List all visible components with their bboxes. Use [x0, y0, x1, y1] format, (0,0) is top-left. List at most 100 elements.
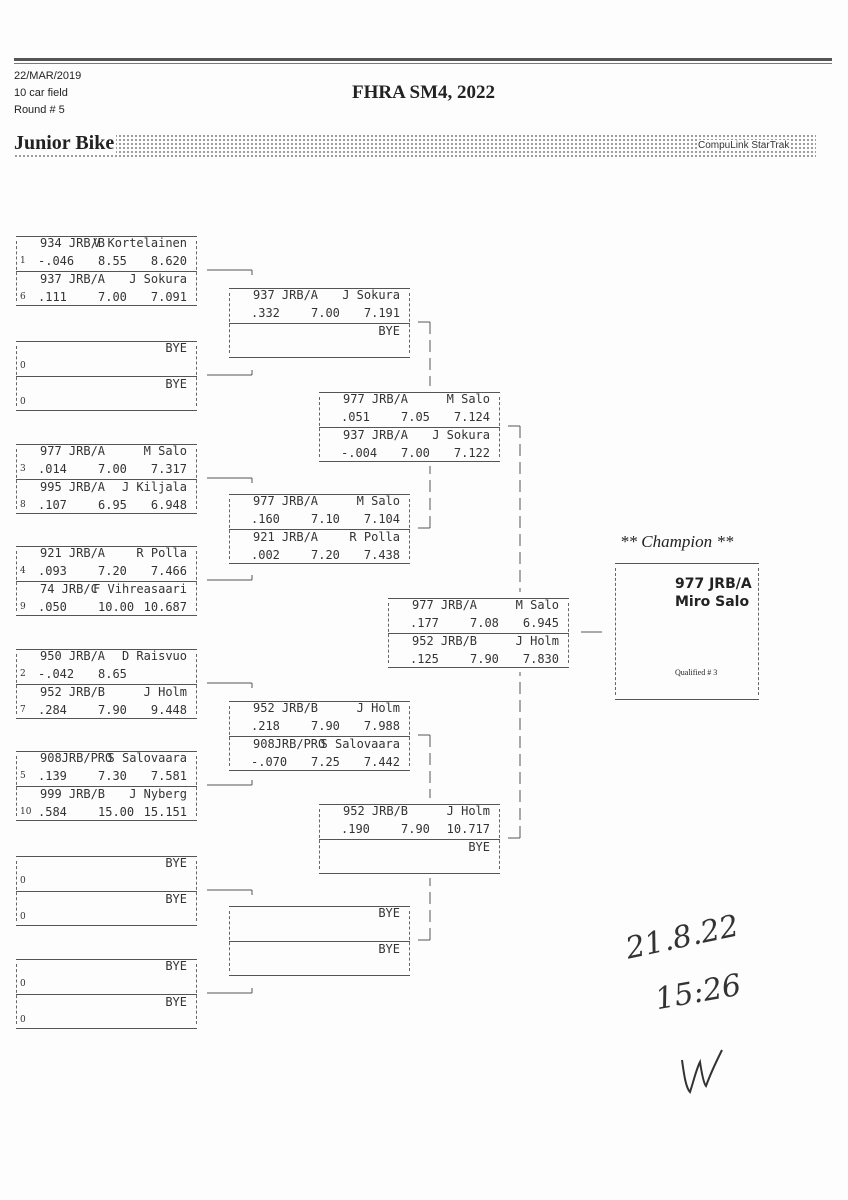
car-number: 934 JRB/B	[40, 236, 106, 250]
reaction-time: .139	[38, 769, 67, 783]
event-title: FHRA SM4, 2022	[352, 82, 496, 103]
match-box: BYE 0 BYE 0	[15, 958, 198, 1030]
seed-number: 5	[20, 771, 26, 781]
dial-in: 7.90	[311, 719, 340, 733]
car-number: 74 JRB/C	[40, 582, 98, 596]
dial-in: 7.90	[98, 703, 127, 717]
car-number: 937 JRB/A	[343, 428, 409, 442]
lane-entry: BYE 0	[16, 341, 197, 376]
round-number: Round # 5	[14, 104, 65, 116]
elapsed-time: 7.104	[363, 512, 400, 526]
reaction-time: .332	[251, 306, 280, 320]
car-number: 921 JRB/A	[40, 546, 106, 560]
driver-name: BYE	[165, 959, 187, 973]
elapsed-time: 7.466	[150, 564, 187, 578]
dial-in: 7.20	[311, 548, 340, 562]
car-number: 952 JRB/B	[40, 685, 106, 699]
car-number: 952 JRB/B	[412, 634, 478, 648]
car-number: 937 JRB/A	[40, 272, 106, 286]
dial-in: 8.65	[98, 667, 127, 681]
match-box: BYE BYE	[228, 905, 411, 977]
car-number: 952 JRB/B	[253, 701, 319, 715]
lane-entry: BYE 0	[16, 856, 197, 891]
elapsed-time: 6.945	[522, 616, 559, 630]
lane-entry: 908JRB/PRO S Salovaara -.070 7.25 7.442	[229, 736, 410, 772]
elapsed-time: 7.438	[363, 548, 400, 562]
lane-entry: 977 JRB/A M Salo .160 7.10 7.104	[229, 494, 410, 529]
dial-in: 7.90	[401, 822, 430, 836]
lane-entry: 921 JRB/A R Polla .002 7.20 7.438	[229, 529, 410, 565]
match-box: 952 JRB/B J Holm .190 7.90 10.717 BYE	[318, 803, 501, 875]
driver-name: R Polla	[136, 546, 187, 560]
match-box: 921 JRB/A R Polla .093 7.20 7.466 4 74 JRB…	[15, 545, 198, 617]
seed-number: 4	[20, 566, 26, 576]
lane-entry: BYE	[229, 906, 410, 941]
seed-number: 0	[20, 979, 26, 989]
elapsed-time: 7.442	[363, 755, 400, 769]
seed-number: 7	[20, 705, 26, 715]
elapsed-time: 7.122	[453, 446, 490, 460]
seed-number: 10	[20, 807, 32, 817]
lane-entry: BYE 0	[16, 376, 197, 412]
champion-heading: ** Champion **	[620, 532, 734, 551]
driver-name: D Raisvuo	[121, 649, 187, 663]
seed-number: 3	[20, 464, 26, 474]
lane-entry: BYE	[229, 323, 410, 359]
seed-number: 0	[20, 361, 26, 371]
car-number: 977 JRB/A	[40, 444, 106, 458]
car-number: 977 JRB/A	[412, 598, 478, 612]
reaction-time: .218	[251, 719, 280, 733]
elapsed-time: 7.317	[150, 462, 187, 476]
dial-in: 6.95	[98, 498, 127, 512]
car-number: 950 JRB/A	[40, 649, 106, 663]
lane-entry: 977 JRB/A M Salo .051 7.05 7.124	[319, 392, 500, 427]
lane-entry: 937 JRB/A J Sokura -.004 7.00 7.122	[319, 427, 500, 463]
class-bar	[14, 134, 816, 158]
reaction-time: .111	[38, 290, 67, 304]
class-name: Junior Bike	[14, 132, 117, 155]
lane-entry: BYE	[229, 941, 410, 977]
dial-in: 7.00	[98, 290, 127, 304]
driver-name: J Sokura	[432, 428, 490, 442]
dial-in: 7.08	[470, 616, 499, 630]
dial-in: 7.90	[470, 652, 499, 666]
car-number: 952 JRB/B	[343, 804, 409, 818]
field-size: 10 car field	[14, 87, 68, 99]
dial-in: 7.30	[98, 769, 127, 783]
driver-name: BYE	[378, 324, 400, 338]
elapsed-time: 10.687	[143, 600, 187, 614]
driver-name: J Sokura	[129, 272, 187, 286]
dial-in: 7.20	[98, 564, 127, 578]
lane-entry: 934 JRB/B V Kortelainen -.046 8.55 8.620…	[16, 236, 197, 271]
elapsed-time: 6.948	[150, 498, 187, 512]
champion-car: 977 JRB/A	[675, 576, 752, 592]
reaction-time: .050	[38, 600, 67, 614]
lane-entry: 952 JRB/B J Holm .125 7.90 7.830	[388, 633, 569, 669]
seed-number: 1	[20, 256, 26, 266]
header-rule	[14, 58, 832, 61]
car-number: 908JRB/PRO	[253, 737, 326, 751]
driver-name: S Salovaara	[107, 751, 187, 765]
lane-entry: 977 JRB/A M Salo .177 7.08 6.945	[388, 598, 569, 633]
car-number: 937 JRB/A	[253, 288, 319, 302]
reaction-time: .093	[38, 564, 67, 578]
lane-entry: 950 JRB/A D Raisvuo -.042 8.65 2	[16, 649, 197, 684]
driver-name: BYE	[468, 840, 490, 854]
dial-in: 7.05	[401, 410, 430, 424]
driver-name: J Sokura	[342, 288, 400, 302]
driver-name: J Holm	[356, 701, 400, 715]
reaction-time: .051	[341, 410, 370, 424]
car-number: 977 JRB/A	[343, 392, 409, 406]
match-box: BYE 0 BYE 0	[15, 855, 198, 927]
champion-driver: Miro Salo	[675, 594, 750, 610]
seed-number: 0	[20, 912, 26, 922]
driver-name: BYE	[165, 856, 187, 870]
car-number: 995 JRB/A	[40, 480, 106, 494]
